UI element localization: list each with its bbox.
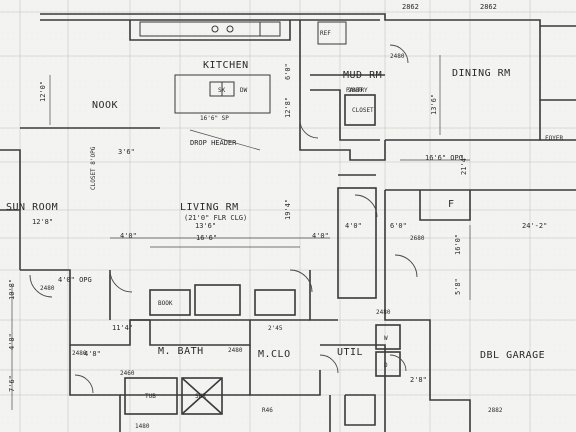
kitchen-dimension: 16'6" SP bbox=[200, 115, 229, 122]
pantry-label: PANTRY bbox=[346, 87, 368, 94]
refrigerator-mark: REF bbox=[320, 30, 331, 37]
dim-7-6: 7'6" bbox=[8, 375, 16, 392]
door-swings bbox=[29, 44, 418, 394]
top-dimension-2: 2862 bbox=[480, 3, 497, 11]
window-size: 1480 bbox=[135, 423, 150, 430]
garage-door-size: 2882 bbox=[488, 407, 503, 414]
dimension-lines bbox=[11, 55, 471, 410]
dim-10-8: 10'8" bbox=[8, 279, 16, 300]
top-dimension: 2862 bbox=[402, 3, 419, 11]
garage-label: DBL GARAGE bbox=[480, 350, 545, 361]
closet-label: CLOSET bbox=[352, 107, 374, 114]
tub-label: TUB bbox=[145, 393, 156, 400]
dining-dimension: 13'6" bbox=[430, 94, 438, 115]
dim-11-4: 11'4" bbox=[112, 324, 133, 332]
sun-room-dimension: 12'8" bbox=[32, 218, 53, 226]
living-dimension-2: 16'6" bbox=[196, 234, 217, 242]
garage-dimension: 24'-2" bbox=[522, 222, 547, 230]
door-size-3: 2480 bbox=[72, 350, 87, 357]
rod-shelf: R46 bbox=[262, 407, 273, 414]
living-dimension-1: 13'6" bbox=[195, 222, 216, 230]
dim-6-0b: 6'0" bbox=[284, 63, 292, 80]
walls bbox=[0, 13, 576, 432]
dim-4-0: 4'0" bbox=[8, 333, 16, 350]
door-size-6: 2880 bbox=[348, 87, 363, 94]
mud-room-label: MUD RM bbox=[343, 70, 382, 81]
living-room-label: LIVING RM bbox=[180, 202, 239, 213]
stair-dimension: 4'0" bbox=[345, 222, 362, 230]
foyer-label: FOYER bbox=[545, 135, 563, 142]
door-size-7: 2680 bbox=[410, 235, 425, 242]
opening-note-2: 4'0" OPG bbox=[58, 276, 92, 284]
dim-12-8: 12'8" bbox=[284, 97, 292, 118]
vault-note: (21'0" FLR CLG) bbox=[184, 214, 247, 222]
shower-label: SHR bbox=[195, 393, 206, 400]
door-size-8: 2460 bbox=[120, 370, 135, 377]
dim-2-8: 2'8" bbox=[410, 376, 427, 384]
master-closet-label: M.CLO bbox=[258, 349, 291, 360]
door-size-2: 2480 bbox=[390, 53, 405, 60]
dining-room-label: DINING RM bbox=[452, 68, 511, 79]
hall-dimension: 3'6" bbox=[118, 148, 135, 156]
sun-room-label: SUN ROOM bbox=[6, 202, 58, 213]
utility-label: UTIL bbox=[337, 347, 363, 358]
opening-note: 16'6" OPG bbox=[425, 154, 463, 162]
room-labels: KITCHEN NOOK MUD RM DINING RM LIVING RM … bbox=[6, 60, 563, 400]
dim-4-8: 4'8" bbox=[84, 350, 101, 358]
book-label: BOOK bbox=[158, 300, 173, 307]
dishwasher-mark: DW bbox=[240, 87, 248, 94]
sink-mark: SK bbox=[218, 87, 226, 94]
closet-opening-note: CLOSET 8'OPG bbox=[90, 146, 97, 190]
dim-19-4: 19'4" bbox=[284, 199, 292, 220]
fireplace-mark: F bbox=[448, 199, 455, 210]
living-dimension-4: 4'0" bbox=[312, 232, 329, 240]
dim-5-8: 5'8" bbox=[454, 278, 462, 295]
kitchen-fixtures bbox=[139, 21, 347, 114]
master-bath-label: M. BATH bbox=[158, 346, 204, 357]
annotation-labels: DROP HEADER 16'6" OPG 4'0" OPG (21'0" FL… bbox=[8, 3, 547, 430]
living-dimension-3: 4'0" bbox=[120, 232, 137, 240]
dim-6-0: 6'0" bbox=[390, 222, 407, 230]
dim-16-0: 16'0" bbox=[454, 234, 462, 255]
opening-size: 2'45 bbox=[268, 325, 283, 332]
dim-21-4: 21'4" bbox=[460, 154, 468, 175]
dryer-mark: D bbox=[384, 362, 388, 369]
kitchen-label: KITCHEN bbox=[203, 60, 249, 71]
nook-label: NOOK bbox=[92, 100, 118, 111]
drop-header-note: DROP HEADER bbox=[190, 139, 237, 147]
door-size-1: 2480 bbox=[40, 285, 55, 292]
door-size-4: 2480 bbox=[228, 347, 243, 354]
door-size-5: 2480 bbox=[376, 309, 391, 316]
nook-dimension: 12'0" bbox=[39, 81, 47, 102]
washer-mark: W bbox=[384, 335, 388, 342]
